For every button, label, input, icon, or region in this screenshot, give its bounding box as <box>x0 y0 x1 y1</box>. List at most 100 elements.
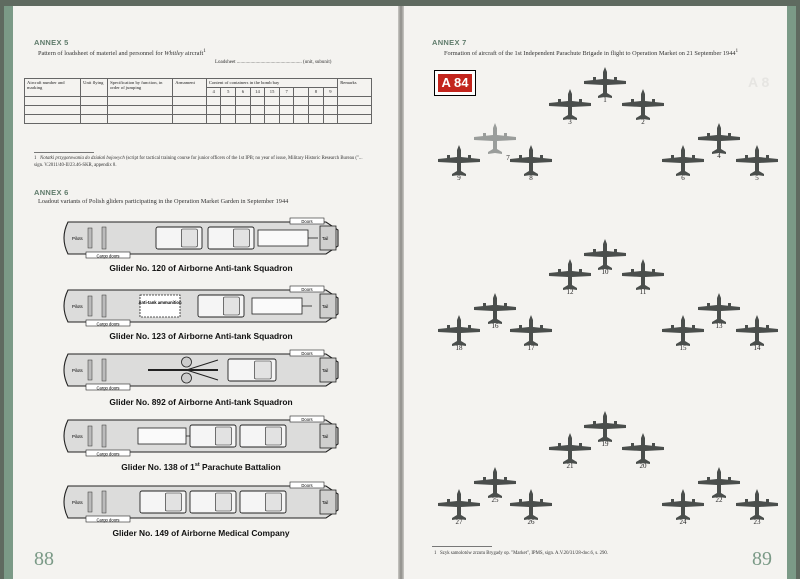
container-num: 15 <box>264 87 280 97</box>
container-num: 4 <box>205 87 222 97</box>
col-remarks: Remarks <box>337 78 372 97</box>
aircraft-icon <box>548 88 592 122</box>
glider-caption: Glider No. 120 of Airborne Anti-tank Squ… <box>109 263 293 273</box>
cabin-seats <box>101 424 107 448</box>
glider-caption: Glider No. 149 of Airborne Medical Compa… <box>112 528 290 538</box>
aircraft-icon <box>548 258 592 292</box>
aircraft-icon <box>621 258 665 292</box>
glider-doors <box>289 481 325 489</box>
glider-cargo-doors <box>85 319 131 327</box>
footnote-rule <box>432 546 492 547</box>
table-row <box>23 96 372 106</box>
aircraft-icon <box>437 488 481 522</box>
glider-cargo-doors <box>85 383 131 391</box>
col-spec: Specification by function, in order of j… <box>107 78 174 97</box>
container-num: 8 <box>308 87 324 97</box>
pilots-label: Pilots <box>72 500 84 505</box>
pilots-label: Pilots <box>72 236 84 241</box>
aircraft-number: 24 <box>679 518 687 526</box>
aircraft-icon <box>735 144 779 178</box>
annex5-heading: ANNEX 5 <box>34 38 69 47</box>
aircraft-number: 11 <box>639 288 647 296</box>
gun-wheel <box>181 356 192 368</box>
glider-doors <box>289 217 325 225</box>
cabin-seats <box>101 294 107 318</box>
glider-tail-section <box>319 225 337 251</box>
a84-badge-label: A 84 <box>438 74 472 92</box>
pilot-seats <box>87 425 93 447</box>
aircraft-icon <box>548 432 592 466</box>
annex5-subtitle: Pattern of loadsheet of materiel and per… <box>38 48 206 58</box>
aircraft-icon <box>621 432 665 466</box>
aircraft-icon <box>621 88 665 122</box>
aircraft-icon <box>473 122 517 156</box>
aircraft-number: 21 <box>566 462 574 470</box>
aircraft-icon <box>509 144 553 178</box>
col-containers: Content of containers in the bomb bay <box>205 78 339 88</box>
cargo-doors-label: Cargo doors <box>96 322 119 327</box>
annex7-heading: ANNEX 7 <box>432 38 467 47</box>
aircraft-icon <box>473 466 517 500</box>
aircraft-number: 9 <box>457 174 461 182</box>
aircraft-number: 16 <box>491 322 499 330</box>
jeep-cab <box>215 426 232 446</box>
aircraft-number: 6 <box>681 174 685 182</box>
aircraft-icon <box>661 488 705 522</box>
loadsheet-line: Loadsheet ..............................… <box>215 60 332 65</box>
cabin-seats <box>101 490 107 514</box>
aircraft-number: 27 <box>455 518 463 526</box>
doors-label: Doors <box>301 287 312 292</box>
tail-label: Tail <box>322 236 328 241</box>
aircraft-number: 26 <box>527 518 535 526</box>
glider-cargo-doors <box>85 515 131 523</box>
doors-label: Doors <box>301 351 312 356</box>
aircraft-number: 8 <box>529 174 533 182</box>
doors-label: Doors <box>301 483 312 488</box>
pilot-seats <box>87 295 93 317</box>
jeep-cab <box>165 492 182 512</box>
footnote-rule <box>34 152 94 153</box>
aircraft-number: 13 <box>715 322 723 330</box>
gun-wheel <box>181 372 192 384</box>
jeep-cab <box>265 426 282 446</box>
pilot-seats <box>87 359 93 381</box>
pilot-seats <box>87 227 93 249</box>
a84-badge: A 84 <box>434 70 476 96</box>
page-number-right: 89 <box>752 548 772 570</box>
col-unit: Unit flying <box>80 78 109 97</box>
aircraft-icon <box>509 314 553 348</box>
aircraft-icon <box>697 292 741 326</box>
aircraft-icon <box>697 466 741 500</box>
col-armament: Armament <box>172 78 207 97</box>
annex6-heading: ANNEX 6 <box>34 188 69 197</box>
aircraft-number: 22 <box>715 496 723 504</box>
aircraft-icon <box>735 488 779 522</box>
annex7-subtitle: Formation of aircraft of the 1st Indepen… <box>444 48 739 58</box>
glider-doors <box>289 349 325 357</box>
glider-caption: Glider No. 123 of Airborne Anti-tank Squ… <box>109 331 293 341</box>
aircraft-number: 17 <box>527 344 535 352</box>
loadsheet-table: Aircraft number and marking Unit flying … <box>23 78 372 124</box>
trailer-shape <box>137 427 187 445</box>
container-num: 9 <box>322 87 339 97</box>
aircraft-icon <box>437 144 481 178</box>
aircraft-number: 19 <box>601 440 609 448</box>
cargo-doors-label: Cargo doors <box>96 254 119 259</box>
cargo-doors-label: Cargo doors <box>96 386 119 391</box>
glider-caption: Glider No. 138 of 1st Parachute Battalio… <box>121 462 281 472</box>
aircraft-icon <box>661 144 705 178</box>
jeep-cab <box>265 492 282 512</box>
aircraft-number: 10 <box>601 268 609 276</box>
container-num: 5 <box>220 87 237 97</box>
tail-label: Tail <box>322 500 328 505</box>
tail-label: Tail <box>322 304 328 309</box>
glider-doors <box>289 415 325 423</box>
